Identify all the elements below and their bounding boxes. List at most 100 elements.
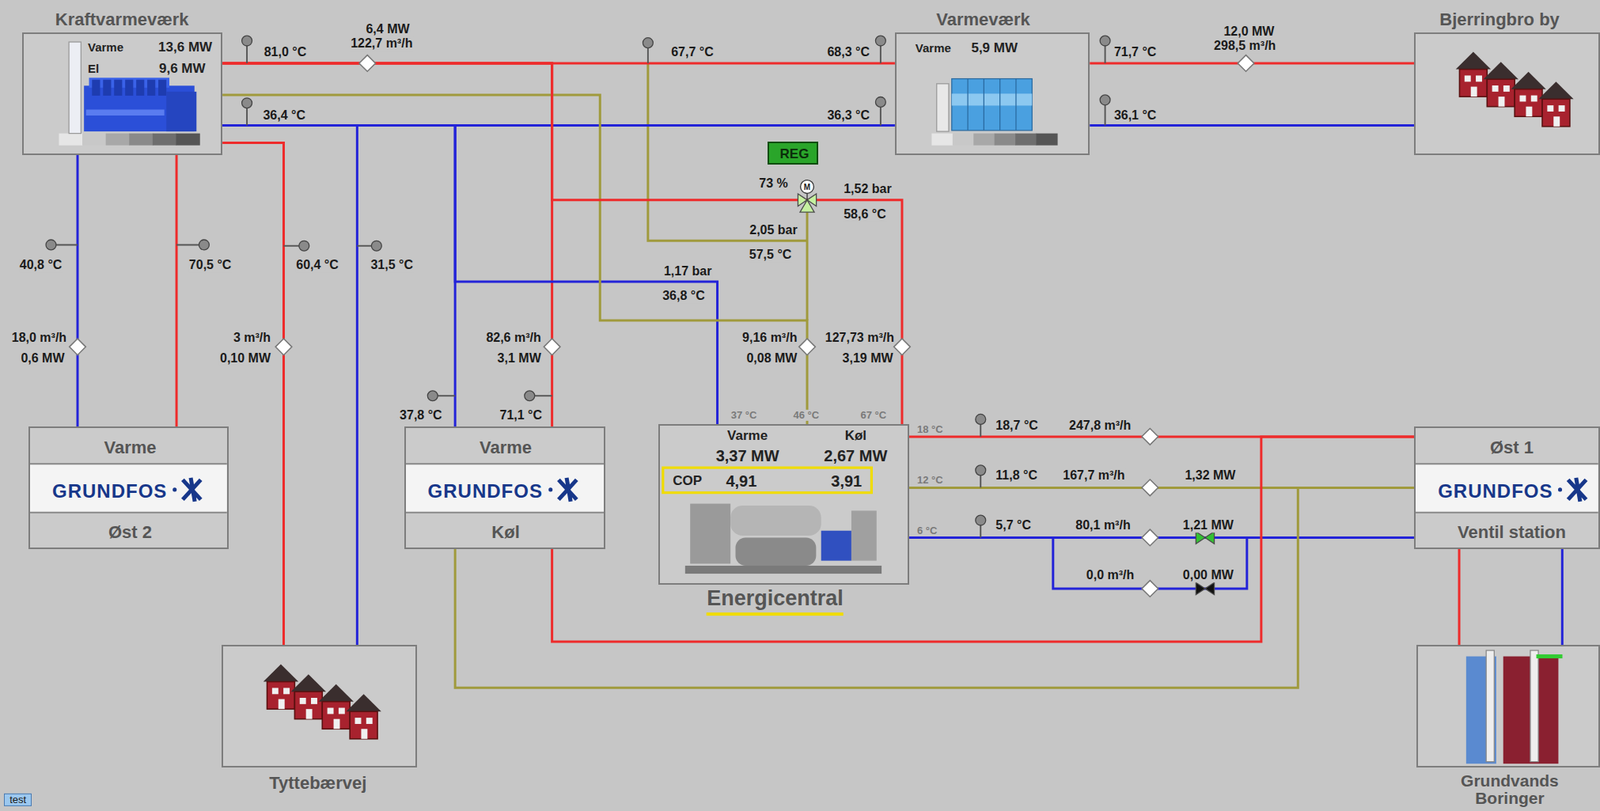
node-text: Bjerringbro by xyxy=(1439,10,1560,30)
rect-shape xyxy=(951,94,1032,107)
node-text: El xyxy=(87,62,99,76)
node-text: 3,91 xyxy=(830,472,862,490)
pipe-connector xyxy=(1089,124,1415,127)
rect-shape xyxy=(338,708,346,715)
circle-shape xyxy=(172,487,177,492)
valve-symbol xyxy=(800,200,815,213)
line-shape xyxy=(966,79,968,131)
temperature-gauge xyxy=(524,390,535,402)
temperature-gauge xyxy=(875,35,886,46)
measurement-label: 73 % xyxy=(758,176,789,191)
temperature-gauge xyxy=(371,240,382,251)
flow-meter-diamond xyxy=(543,338,561,356)
measurement-label: 31,5 °C xyxy=(369,257,414,273)
path-shape xyxy=(182,477,201,502)
node-text: 9,6 MW xyxy=(159,61,206,77)
circle-shape xyxy=(548,487,553,492)
rect-shape xyxy=(68,41,81,134)
flow-meter-diamond xyxy=(894,338,911,356)
measurement-label: 36,3 °C xyxy=(826,108,871,123)
rect-shape xyxy=(1520,95,1527,103)
node-text: Varme xyxy=(727,428,768,444)
node-text: Kraftvarmeværk xyxy=(55,10,190,30)
measurement-label: 3,19 MW xyxy=(841,351,895,366)
rect-shape xyxy=(936,83,949,132)
rect-shape xyxy=(1471,87,1478,98)
measurement-label: 247,8 m³/h xyxy=(1068,418,1132,433)
line-shape xyxy=(1415,511,1599,514)
flow-meter-diamond xyxy=(1141,428,1159,446)
node-text: Varme xyxy=(103,437,156,457)
rect-shape xyxy=(106,133,130,146)
rect-shape xyxy=(366,717,373,725)
pump-station-box: VarmeGRUNDFOSKøl xyxy=(404,426,606,550)
rect-shape xyxy=(1526,106,1533,118)
rect-shape xyxy=(951,79,1032,131)
rect-shape xyxy=(266,682,295,710)
measurement-label: 6,4 MW xyxy=(364,22,410,38)
rect-shape xyxy=(1547,105,1555,112)
motor-symbol-letter: M xyxy=(803,181,811,191)
node-text: COP xyxy=(672,473,702,490)
rect-shape xyxy=(973,133,995,146)
line-shape xyxy=(983,79,985,131)
temperature-gauge xyxy=(642,37,653,49)
energy-central-box: Varme3,37 MWKøl2,67 MWCOP4,913,91Energic… xyxy=(658,424,910,584)
valve-symbol xyxy=(1195,531,1214,544)
measurement-label: 127,73 m³/h xyxy=(824,330,895,346)
pipe-connector xyxy=(1458,549,1461,645)
rect-shape xyxy=(1542,99,1570,128)
polygon-shape xyxy=(263,664,299,683)
rect-shape xyxy=(114,79,123,96)
polygon-shape xyxy=(1511,72,1547,90)
measurement-label: 46 °C xyxy=(792,409,820,421)
temperature-gauge xyxy=(242,98,253,109)
rect-shape xyxy=(272,687,279,694)
flow-meter-diamond xyxy=(1141,529,1159,546)
measurement-label: 60,4 °C xyxy=(295,257,340,273)
measurement-label: 37 °C xyxy=(730,409,759,421)
rect-shape xyxy=(136,79,145,96)
brand-logo-text: GRUNDFOS xyxy=(52,481,167,502)
rect-shape xyxy=(59,133,84,146)
measurement-label: 68,3 °C xyxy=(826,45,871,60)
measurement-label: 71,7 °C xyxy=(1113,45,1158,60)
rect-shape xyxy=(1487,79,1516,107)
rect-shape xyxy=(931,133,953,146)
rect-shape xyxy=(735,538,816,566)
rect-shape xyxy=(349,711,378,740)
temperature-gauge xyxy=(975,413,986,425)
path-shape xyxy=(558,477,577,502)
measurement-label: 0,08 MW xyxy=(745,351,798,366)
temperature-gauge xyxy=(427,390,438,402)
polygon-shape xyxy=(1455,52,1491,70)
button-label: test xyxy=(3,793,32,807)
measurement-label: 1,32 MW xyxy=(1183,468,1237,483)
rect-shape xyxy=(994,133,1017,146)
measurement-label: 0,6 MW xyxy=(19,351,65,366)
line-shape xyxy=(1015,79,1017,131)
measurement-label: 12 °C xyxy=(916,474,945,486)
flow-meter-diamond xyxy=(1141,479,1159,497)
node-text: Energicentral xyxy=(706,587,844,616)
node-text: Køl xyxy=(491,522,520,542)
measurement-label: 81,0 °C xyxy=(263,45,308,60)
node-text: 3,37 MW xyxy=(716,447,780,465)
g-shape xyxy=(1455,52,1574,127)
heat-plant-box: VarmeværkVarme5,9 MW xyxy=(894,32,1090,156)
node-illustration xyxy=(1415,34,1599,154)
measurement-label: 3 m³/h xyxy=(232,330,272,346)
rect-shape xyxy=(1492,85,1499,92)
rect-shape xyxy=(1558,105,1566,112)
rect-shape xyxy=(1535,654,1563,659)
pipe-connector xyxy=(222,125,455,427)
rect-shape xyxy=(1475,75,1483,83)
node-illustration xyxy=(1418,646,1599,766)
pipe-connector xyxy=(222,125,357,645)
rect-shape xyxy=(1464,75,1472,83)
line-shape xyxy=(1415,462,1599,465)
rect-shape xyxy=(176,133,201,146)
temperature-gauge xyxy=(45,239,57,251)
measurement-label: 3,1 MW xyxy=(496,351,543,366)
